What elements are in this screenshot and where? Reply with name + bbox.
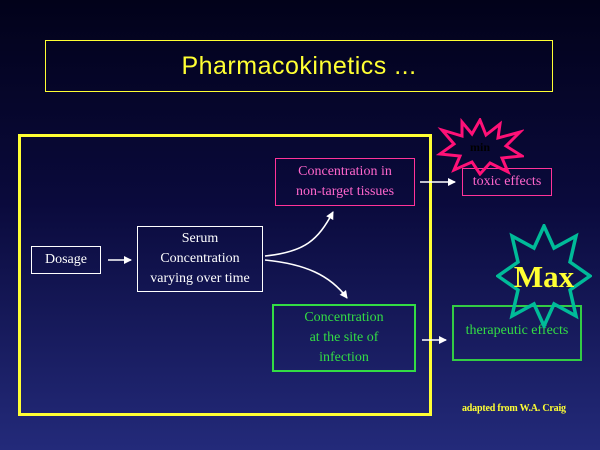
process-frame [18,134,432,416]
attribution-credit: adapted from W.A. Craig [462,403,566,414]
serum-concentration-box: Serum Concentration varying over time [137,226,263,292]
infection-site-concentration-box: Concentration at the site of infection [272,304,416,372]
dosage-box: Dosage [31,246,101,274]
slide-title: Pharmacokinetics ... [181,51,417,80]
non-target-concentration-box: Concentration in non-target tissues [275,158,415,206]
therapeutic-effects-box: therapeutic effects [452,305,582,361]
title-box: Pharmacokinetics ... [45,40,553,92]
max-badge-label: Max [513,259,575,294]
eight-point-star-icon [496,224,592,328]
toxic-effects-box: toxic effects [462,168,552,196]
min-badge-label: min [469,139,490,154]
burst-star-icon [436,118,524,176]
